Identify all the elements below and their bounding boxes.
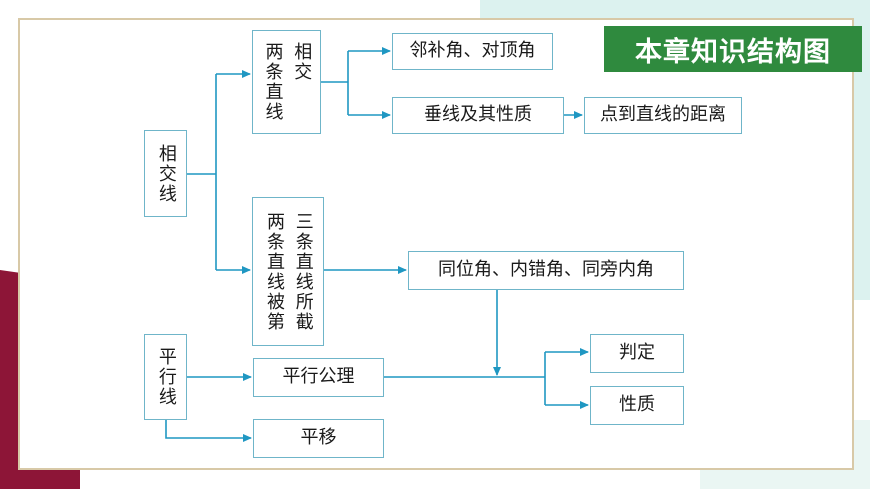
node-intersecting-lines: 相交线 — [144, 130, 187, 217]
node-two-lines-intersect: 两条直线 相交 — [252, 30, 321, 134]
node-properties: 性质 — [590, 386, 684, 425]
node-point-line-distance: 点到直线的距离 — [584, 97, 742, 134]
node-determination: 判定 — [590, 334, 684, 373]
node-three-lines: 两条直线被第 三条直线所截 — [252, 197, 324, 346]
node-perpendicular-properties: 垂线及其性质 — [392, 97, 564, 134]
node-angle-types: 同位角、内错角、同旁内角 — [408, 251, 684, 290]
node-parallel-axiom: 平行公理 — [253, 358, 384, 397]
chapter-structure-banner: 本章知识结构图 — [604, 26, 862, 72]
node-adjacent-vertical-angles: 邻补角、对顶角 — [392, 33, 553, 70]
node-translation: 平移 — [253, 419, 384, 458]
node-parallel-lines: 平行线 — [144, 334, 187, 420]
